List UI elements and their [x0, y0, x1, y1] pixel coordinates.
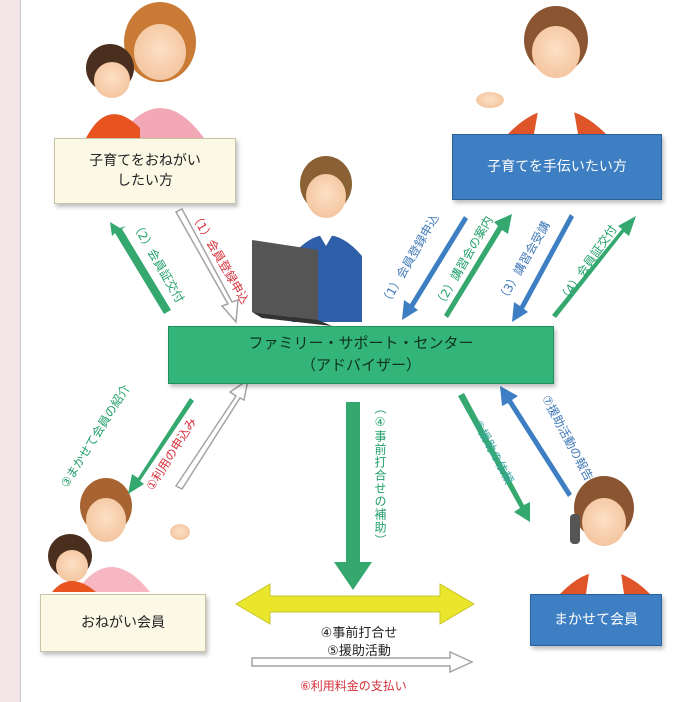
arrow-meeting-support — [334, 402, 372, 590]
arrow-payment — [251, 650, 474, 674]
arrow-activity-report — [500, 386, 572, 497]
center-label-line1: ファミリー・サポート・センター — [248, 334, 474, 353]
node-onegai-member: おねがい会員 — [40, 594, 206, 652]
left-margin-strip — [0, 0, 21, 702]
node-onegai-member-label: おねがい会員 — [81, 614, 165, 631]
arrow-apply-use — [174, 378, 250, 490]
helper-woman-illustration-top-right — [476, 6, 606, 134]
node-requester: 子育てをおねがい したい方 — [54, 138, 236, 204]
arrow-lecture-attend — [512, 214, 574, 322]
label-payment: ⑥利用料金の支払い — [300, 679, 407, 693]
center-label-line2: （アドバイザー） — [300, 356, 421, 374]
node-family-support-center: ファミリー・サポート・センター （アドバイザー） — [168, 326, 554, 384]
arrow-card-to-requester — [110, 222, 171, 314]
node-requester-label: 子育てをおねがい したい方 — [89, 152, 201, 189]
arrow-card-to-helper — [552, 216, 636, 318]
arrow-helper-register — [402, 216, 468, 320]
node-makasete-member: まかせて会員 — [530, 594, 662, 646]
makasete-member-illustration — [560, 476, 650, 594]
arrow-lecture-notice — [444, 214, 512, 318]
node-helper: 子育てを手伝いたい方 — [452, 134, 662, 200]
arrow-intro-to-onegai — [128, 398, 194, 494]
label-meeting-support: （④事前打合せの補助） — [373, 402, 387, 547]
advisor-illustration-center — [252, 156, 362, 326]
label-meeting: ④事前打合せ — [320, 626, 398, 641]
node-helper-label: 子育てを手伝いたい方 — [487, 158, 627, 175]
label-activity: ⑤援助活動 — [327, 644, 391, 659]
arrow-meeting-activity-double — [235, 583, 475, 625]
mother-child-illustration-top-left — [86, 2, 204, 138]
arrow-requester-register — [174, 208, 239, 324]
arrow-support-request — [458, 393, 530, 522]
node-makasete-member-label: まかせて会員 — [554, 611, 638, 628]
onegai-member-illustration — [48, 478, 190, 592]
